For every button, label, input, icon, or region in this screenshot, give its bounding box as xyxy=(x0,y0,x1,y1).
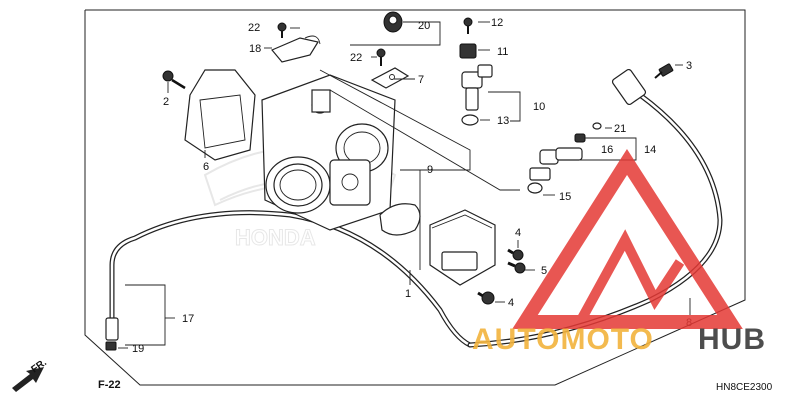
o-ring-15 xyxy=(527,182,543,194)
label-4a: 4 xyxy=(515,227,521,239)
label-2: 2 xyxy=(163,96,169,108)
leader-lines xyxy=(118,21,691,349)
label-14: 14 xyxy=(644,144,656,156)
cap-20 xyxy=(383,11,403,33)
watermark-text: AUTOMOTO HUB xyxy=(472,323,766,356)
clip-19 xyxy=(105,341,117,351)
label-7: 7 xyxy=(418,74,424,86)
sensor-unit-1 xyxy=(429,209,496,286)
label-6: 6 xyxy=(203,161,209,173)
diagram-code: HN8CE2300 xyxy=(716,382,773,393)
label-11: 11 xyxy=(497,46,508,58)
label-22a: 22 xyxy=(248,22,260,34)
connector-3-body xyxy=(611,68,647,106)
label-10: 10 xyxy=(533,101,545,113)
label-12: 12 xyxy=(491,17,503,29)
label-18: 18 xyxy=(249,43,261,55)
throttle-body-9 xyxy=(261,74,396,231)
label-1: 1 xyxy=(405,288,411,300)
bolt-3 xyxy=(654,63,674,79)
label-15: 15 xyxy=(559,191,571,203)
bracket-18 xyxy=(271,35,321,63)
ghost-brand-text: HONDA xyxy=(235,225,316,250)
label-16: 16 xyxy=(601,144,613,156)
screw-4a xyxy=(507,248,524,261)
label-22b: 22 xyxy=(350,52,362,64)
label-3: 3 xyxy=(686,60,692,72)
screw-22a xyxy=(277,22,287,38)
screw-4b xyxy=(477,291,495,305)
seal-16 xyxy=(574,133,586,143)
bolt-2 xyxy=(162,70,186,90)
clip-11 xyxy=(459,43,477,59)
o-ring-21 xyxy=(592,122,602,130)
plate-7 xyxy=(370,67,410,89)
assembly-frame xyxy=(84,9,746,386)
label-5: 5 xyxy=(541,265,547,277)
cover-6 xyxy=(184,69,256,161)
label-13: 13 xyxy=(497,115,509,127)
screw-12 xyxy=(463,17,473,34)
injector-14 xyxy=(529,147,583,181)
o-ring-13 xyxy=(461,114,479,126)
reference-label: F-22 xyxy=(98,379,121,391)
watermark-logo xyxy=(512,149,743,329)
label-17: 17 xyxy=(182,313,194,325)
label-21: 21 xyxy=(614,123,626,135)
hose-17 xyxy=(105,210,473,348)
front-arrow-icon: FR. xyxy=(12,357,49,392)
label-20: 20 xyxy=(418,20,430,32)
watermark-part1: AUTOMOTO xyxy=(472,323,654,356)
watermark-part2: HUB xyxy=(698,323,766,356)
label-19: 19 xyxy=(132,343,144,355)
label-9: 9 xyxy=(427,164,433,176)
part-labels: 22 18 22 20 7 12 11 10 13 2 6 9 1 21 16 … xyxy=(132,17,692,355)
injector-10 xyxy=(461,64,493,111)
screw-5 xyxy=(507,261,526,274)
screw-22b xyxy=(376,48,386,66)
label-4b: 4 xyxy=(508,297,514,309)
